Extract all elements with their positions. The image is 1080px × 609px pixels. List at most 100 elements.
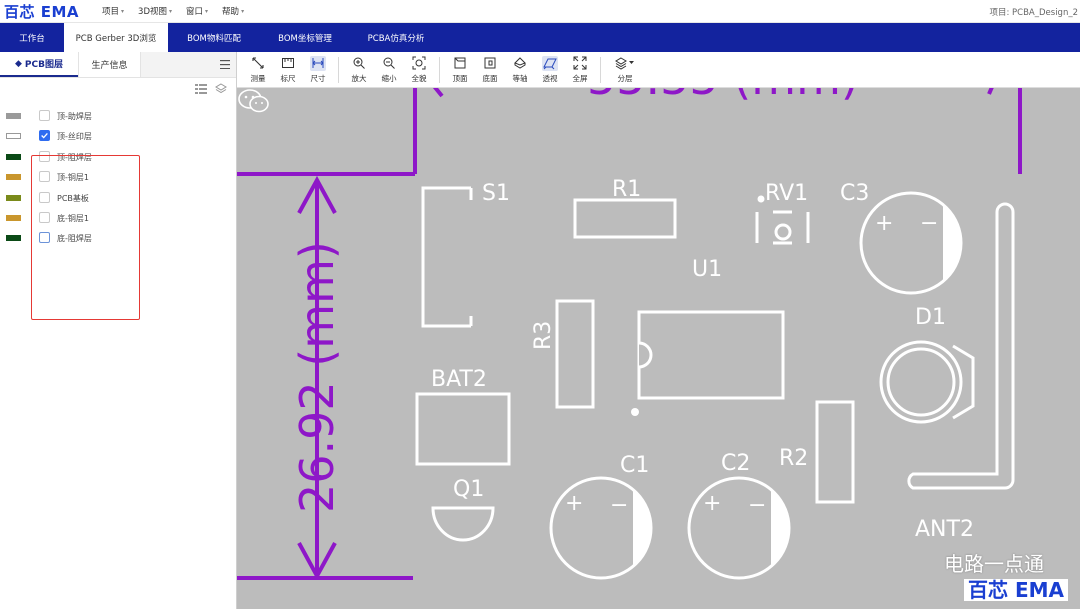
u1-outline: [637, 310, 785, 400]
toolbar-separator: [439, 56, 440, 83]
top-view-button[interactable]: 顶面: [445, 54, 475, 86]
layers-icon: ◆: [15, 58, 22, 69]
c1-plus: +: [565, 491, 583, 516]
designator-c2: C2: [721, 451, 750, 476]
isometric-button[interactable]: 等轴: [505, 54, 535, 86]
fullscreen-icon: [573, 56, 587, 70]
measure-button[interactable]: 测量: [243, 54, 273, 86]
layer-visibility-checkbox[interactable]: [39, 171, 50, 183]
layer-label: 底-阻焊层: [57, 234, 92, 244]
main-tabs: 工作台 PCB Gerber 3D浏览 BOM物料匹配 BOM坐标管理 PCBA…: [0, 23, 1080, 52]
layer-label: 顶-丝印层: [57, 132, 92, 142]
tab-pcb-layers[interactable]: ◆PCB图层: [0, 52, 78, 77]
panel-tabs: ◆PCB图层 生产信息: [0, 52, 236, 78]
c1-negative-band: [633, 489, 652, 567]
c3-negative-band: [943, 204, 962, 282]
rv1-knob: [774, 223, 792, 241]
tab-bom-match[interactable]: BOM物料匹配: [187, 33, 241, 44]
layer-color-swatch: [6, 194, 21, 201]
layer-visibility-checkbox[interactable]: [39, 232, 50, 244]
d1-flat: [952, 344, 975, 420]
designator-bat2: BAT2: [431, 367, 487, 392]
list-view-icon[interactable]: [195, 83, 207, 95]
designator-r1: R1: [612, 177, 641, 202]
dimension-icon: [312, 58, 324, 68]
q1-outline: [431, 506, 495, 542]
tab-pcb-gerber-3d[interactable]: PCB Gerber 3D浏览: [64, 23, 168, 52]
c1-minus: −: [610, 493, 628, 518]
zoom-in-button[interactable]: 放大: [344, 54, 374, 86]
layer-visibility-checkbox[interactable]: [39, 212, 50, 223]
tab-bom-coord[interactable]: BOM坐标管理: [278, 33, 332, 44]
layer-row[interactable]: 底-阻焊层: [0, 228, 236, 248]
layer-row[interactable]: 顶-铜层1: [0, 167, 236, 187]
s1-outline: [421, 186, 471, 328]
c2-plus: +: [703, 491, 721, 516]
height-dimension-text: 26.92 (mm): [290, 241, 344, 513]
chevron-down-icon: ▾: [169, 7, 173, 15]
layer-row[interactable]: 顶-助焊层: [0, 106, 236, 126]
c3-minus: −: [920, 211, 938, 236]
highlight-box: [31, 155, 140, 320]
c2-minus: −: [748, 493, 766, 518]
measure-icon: [252, 57, 264, 69]
layer-label: 顶-助焊层: [57, 112, 92, 121]
c2-negative-band: [771, 489, 790, 567]
dimension-button[interactable]: 尺寸: [303, 54, 333, 86]
u1-pin1-dot: [631, 408, 639, 416]
layer-color-swatch: [6, 215, 21, 221]
check-icon: [41, 133, 48, 139]
tab-workbench[interactable]: 工作台: [19, 33, 45, 44]
layer-color-swatch: [6, 133, 21, 140]
menu-3d-view[interactable]: 3D视图▾: [138, 7, 173, 17]
panel-menu-icon[interactable]: [220, 60, 230, 69]
perspective-icon: [543, 58, 557, 70]
zoom-out-button[interactable]: 缩小: [374, 54, 404, 86]
layer-row[interactable]: 顶-阻焊层: [0, 147, 236, 167]
view-toolbar: 测量 标尺 尺寸 放大 缩小 全貌 顶面 底面 等轴 透视 全屏: [237, 52, 1080, 88]
designator-s1: S1: [482, 181, 510, 206]
bottom-view-button[interactable]: 底面: [475, 54, 505, 86]
layer-color-swatch: [6, 113, 21, 119]
designator-rv1: RV1: [765, 181, 808, 206]
app-logo: 百芯 EMA: [4, 2, 80, 21]
r2-outline: [815, 400, 855, 504]
perspective-button[interactable]: 透视: [535, 54, 565, 86]
fullscreen-button[interactable]: 全屏: [565, 54, 595, 86]
designator-ant2: ANT2: [915, 517, 974, 542]
tab-pcba-sim[interactable]: PCBA仿真分析: [367, 33, 425, 44]
layer-visibility-checkbox[interactable]: [39, 110, 50, 121]
layer-color-swatch: [6, 174, 21, 181]
layers-icon: [615, 57, 634, 70]
designator-q1: Q1: [453, 477, 484, 502]
pcb-3d-canvas[interactable]: .silk { fill: none; stroke: #ffffff; str…: [237, 88, 1080, 609]
chevron-down-icon: ▾: [241, 7, 245, 15]
ruler-icon: [282, 58, 294, 68]
designator-r2: R2: [779, 446, 808, 471]
ruler-button[interactable]: 标尺: [273, 54, 303, 86]
designator-c3: C3: [840, 181, 869, 206]
watermark-logo: 百芯 EMA: [963, 579, 1068, 601]
d1-inner: [886, 347, 956, 417]
rv1-dot: [757, 195, 765, 203]
layer-label: PCB基板: [57, 193, 89, 203]
layer-row[interactable]: 顶-丝印层: [0, 126, 236, 146]
toolbar-separator: [338, 56, 339, 83]
menu-window[interactable]: 窗口▾: [186, 7, 209, 17]
r3-outline: [555, 299, 595, 409]
menu-project[interactable]: 项目▾: [102, 7, 125, 17]
layer-label: 底-铜层1: [57, 214, 89, 223]
menu-help[interactable]: 帮助▾: [222, 7, 245, 17]
r1-outline: [573, 198, 677, 239]
layers-button[interactable]: 分层: [606, 54, 644, 86]
stack-layers-icon[interactable]: [215, 83, 227, 95]
dimension-lines: [237, 88, 1022, 581]
fit-view-button[interactable]: 全貌: [404, 54, 434, 86]
layer-visibility-checkbox[interactable]: [39, 150, 50, 162]
layer-visibility-checkbox[interactable]: [39, 191, 50, 203]
ant2-outline: [907, 202, 1015, 490]
layer-visibility-checkbox[interactable]: [39, 130, 50, 142]
layer-row[interactable]: 底-铜层1: [0, 208, 236, 228]
layer-row[interactable]: PCB基板: [0, 188, 236, 208]
tab-production-info[interactable]: 生产信息: [78, 52, 141, 77]
